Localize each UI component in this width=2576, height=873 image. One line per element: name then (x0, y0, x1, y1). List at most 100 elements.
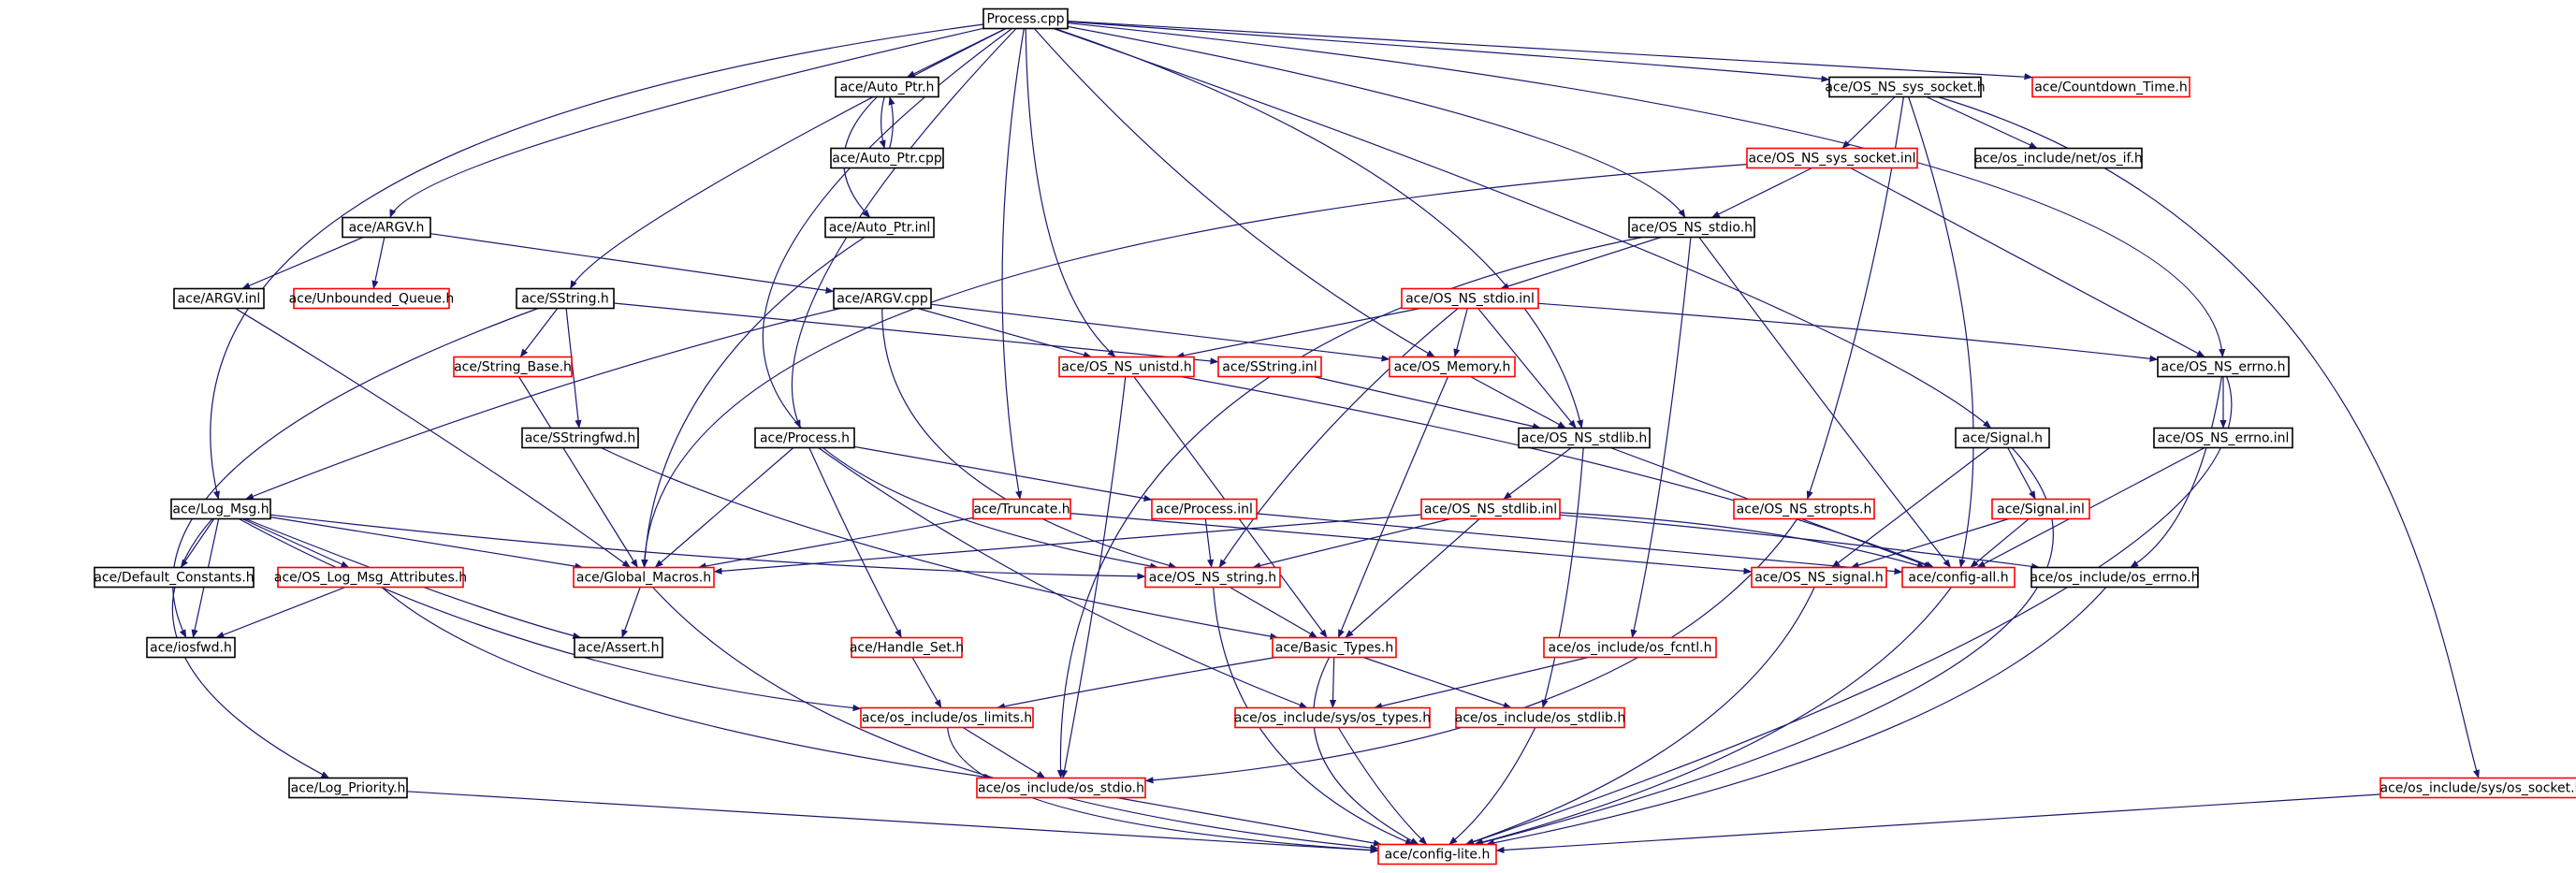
node-sstring-inl[interactable]: ace/SString.inl (1217, 356, 1322, 378)
node-os-ns-stdlib-inl[interactable]: ace/OS_NS_stdlib.inl (1420, 498, 1561, 520)
node-os-stdlib-h[interactable]: ace/os_include/os_stdlib.h (1455, 706, 1625, 729)
node-argv-h[interactable]: ace/ARGV.h (342, 216, 431, 239)
node-os-ns-stdio-h[interactable]: ace/OS_NS_stdio.h (1628, 216, 1755, 239)
node-box[interactable] (1746, 147, 1918, 169)
node-box[interactable] (982, 7, 1069, 30)
node-box[interactable] (1058, 356, 1195, 378)
node-os-stdio-h[interactable]: ace/os_include/os_stdio.h (976, 777, 1146, 799)
node-box[interactable] (860, 706, 1034, 729)
node-argv-inl[interactable]: ace/ARGV.inl (173, 287, 265, 310)
node-box[interactable] (1991, 498, 2090, 520)
node-basic-types-h[interactable]: ace/Basic_Types.h (1272, 636, 1397, 659)
node-box[interactable] (972, 498, 1071, 520)
node-box[interactable] (754, 427, 855, 449)
node-box[interactable] (1377, 843, 1497, 866)
node-box[interactable] (2030, 566, 2199, 589)
node-box[interactable] (1751, 566, 1887, 589)
node-box[interactable] (851, 636, 963, 659)
node-config-lite-h[interactable]: ace/config-lite.h (1377, 843, 1497, 866)
node-signal-inl[interactable]: ace/Signal.inl (1991, 498, 2090, 520)
node-box[interactable] (833, 287, 932, 310)
node-os-limits-h[interactable]: ace/os_include/os_limits.h (860, 706, 1034, 729)
node-countdown-time-h[interactable]: ace/Countdown_Time.h (2031, 76, 2190, 98)
node-box[interactable] (1455, 706, 1625, 729)
node-os-types-h[interactable]: ace/os_include/sys/os_types.h (1234, 706, 1431, 729)
node-box[interactable] (1628, 216, 1755, 239)
node-box[interactable] (1733, 498, 1875, 520)
node-box[interactable] (976, 777, 1146, 799)
node-box[interactable] (1234, 706, 1431, 729)
node-assert-h[interactable]: ace/Assert.h (574, 636, 663, 659)
node-default-constants-h[interactable]: ace/Default_Constants.h (94, 566, 255, 589)
node-os-errno-h[interactable]: ace/os_include/os_errno.h (2030, 566, 2200, 589)
node-os-ns-stropts-h[interactable]: ace/OS_NS_stropts.h (1733, 498, 1875, 520)
node-box[interactable] (293, 287, 450, 310)
node-box[interactable] (2153, 427, 2293, 449)
node-box[interactable] (521, 427, 639, 449)
node-box[interactable] (1974, 147, 2143, 169)
node-box[interactable] (835, 76, 939, 98)
node-os-ns-string-h[interactable]: ace/OS_NS_string.h (1144, 566, 1281, 589)
node-box[interactable] (1144, 566, 1281, 589)
node-box[interactable] (94, 566, 255, 589)
node-box[interactable] (1401, 287, 1539, 310)
node-string-base-h[interactable]: ace/String_Base.h (453, 356, 573, 378)
node-process-h[interactable]: ace/Process.h (754, 427, 855, 449)
node-box[interactable] (1901, 566, 2016, 589)
node-box[interactable] (1828, 76, 1982, 98)
node-argv-cpp[interactable]: ace/ARGV.cpp (833, 287, 932, 310)
node-box[interactable] (342, 216, 431, 239)
node-os-ns-stdio-inl[interactable]: ace/OS_NS_stdio.inl (1401, 287, 1539, 310)
node-auto-ptr-h[interactable]: ace/Auto_Ptr.h (835, 76, 939, 98)
node-os-ns-stdlib-h[interactable]: ace/OS_NS_stdlib.h (1518, 427, 1651, 449)
node-box[interactable] (2031, 76, 2190, 98)
node-log-priority-h[interactable]: ace/Log_Priority.h (288, 777, 408, 799)
node-log-msg-h[interactable]: ace/Log_Msg.h (170, 498, 271, 520)
node-handle-set-h[interactable]: ace/Handle_Set.h (850, 636, 964, 659)
node-box[interactable] (830, 147, 944, 169)
node-box[interactable] (574, 636, 663, 659)
node-os-log-msg-attributes-h[interactable]: ace/OS_Log_Msg_Attributes.h (274, 566, 467, 589)
node-box[interactable] (1955, 427, 2050, 449)
node-os-memory-h[interactable]: ace/OS_Memory.h (1389, 356, 1516, 378)
node-iosfwd-h[interactable]: ace/iosfwd.h (146, 636, 236, 659)
node-box[interactable] (2157, 356, 2290, 378)
node-box[interactable] (573, 566, 715, 589)
node-auto-ptr-cpp[interactable]: ace/Auto_Ptr.cpp (830, 147, 944, 169)
node-os-ns-unistd-h[interactable]: ace/OS_NS_unistd.h (1058, 356, 1195, 378)
node-os-socket-h[interactable]: ace/os_include/sys/os_socket.h (2380, 777, 2576, 799)
node-config-all-h[interactable]: ace/config-all.h (1901, 566, 2016, 589)
node-box[interactable] (288, 777, 408, 799)
node-box[interactable] (1389, 356, 1516, 378)
node-box[interactable] (1420, 498, 1561, 520)
node-truncate-h[interactable]: ace/Truncate.h (972, 498, 1071, 520)
node-signal-h[interactable]: ace/Signal.h (1955, 427, 2050, 449)
node-box[interactable] (2380, 777, 2576, 799)
node-box[interactable] (1217, 356, 1322, 378)
node-auto-ptr-inl[interactable]: ace/Auto_Ptr.inl (824, 216, 935, 239)
node-box[interactable] (516, 287, 615, 310)
node-unbounded-queue-h[interactable]: ace/Unbounded_Queue.h (289, 287, 455, 310)
node-box[interactable] (1543, 636, 1717, 659)
node-os-ns-signal-h[interactable]: ace/OS_NS_signal.h (1751, 566, 1887, 589)
node-global-macros-h[interactable]: ace/Global_Macros.h (573, 566, 715, 589)
node-sstring-h[interactable]: ace/SString.h (516, 287, 615, 310)
node-box[interactable] (146, 636, 236, 659)
node-box[interactable] (1518, 427, 1651, 449)
node-box[interactable] (173, 287, 265, 310)
node-box[interactable] (1272, 636, 1397, 659)
node-box[interactable] (1151, 498, 1258, 520)
node-box[interactable] (824, 216, 935, 239)
node-os-ns-sys-socket-inl[interactable]: ace/OS_NS_sys_socket.inl (1746, 147, 1918, 169)
node-box[interactable] (277, 566, 464, 589)
node-sstringfwd-h[interactable]: ace/SStringfwd.h (521, 427, 639, 449)
node-os-ns-sys-socket-h[interactable]: ace/OS_NS_sys_socket.h (1825, 76, 1986, 98)
node-process-inl[interactable]: ace/Process.inl (1151, 498, 1258, 520)
node-process-cpp[interactable]: Process.cpp (982, 7, 1069, 30)
node-os-if-h[interactable]: ace/os_include/net/os_if.h (1974, 147, 2143, 169)
node-os-ns-errno-inl[interactable]: ace/OS_NS_errno.inl (2153, 427, 2293, 449)
node-os-fcntl-h[interactable]: ace/os_include/os_fcntl.h (1543, 636, 1717, 659)
node-box[interactable] (170, 498, 271, 520)
node-box[interactable] (453, 356, 573, 378)
node-os-ns-errno-h[interactable]: ace/OS_NS_errno.h (2157, 356, 2290, 378)
